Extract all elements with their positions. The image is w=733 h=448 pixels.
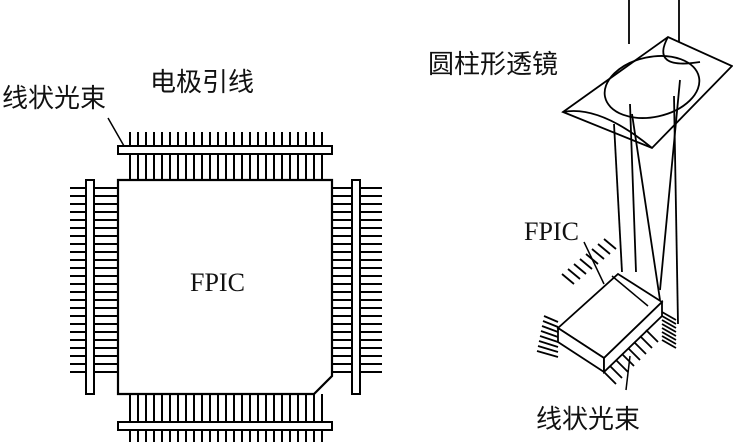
- lead-pin: [661, 315, 677, 325]
- label-cylindrical-lens: 圆柱形透镜: [428, 50, 559, 80]
- beam-ray: [659, 79, 681, 291]
- fpic-package-left: [70, 117, 382, 442]
- lead-pin: [536, 350, 559, 358]
- lead-pin: [537, 345, 559, 353]
- lead-pin: [621, 353, 635, 367]
- lens-aperture: [603, 55, 701, 119]
- lead-bar: [117, 145, 333, 155]
- lead-bar: [351, 179, 361, 395]
- chip-body: [116, 178, 334, 396]
- lead-pin: [567, 268, 581, 280]
- label-chip-right: FPIC: [524, 217, 579, 246]
- lead-pin: [597, 243, 611, 255]
- lead-pin: [539, 335, 559, 343]
- cylindrical-lens: [561, 35, 733, 150]
- lead-bar: [85, 179, 95, 395]
- lead-pin: [661, 335, 677, 345]
- lead-pin: [561, 273, 575, 285]
- lead-pin: [661, 323, 677, 333]
- lead-pin: [661, 327, 677, 337]
- lead-bar: [117, 421, 333, 431]
- beam-ray: [673, 95, 679, 325]
- beam-on-chip: [611, 275, 649, 307]
- lead-pin: [603, 371, 617, 385]
- lead-pin: [603, 238, 617, 250]
- lead-pin: [645, 329, 659, 343]
- beam-ray: [631, 113, 661, 301]
- left-lead-row: [70, 179, 118, 395]
- lead-pin: [661, 339, 677, 349]
- bottom-lead-row: [117, 394, 333, 442]
- lead-pin: [661, 311, 677, 321]
- lead-pin: [639, 335, 653, 349]
- lead-pin: [541, 325, 559, 333]
- beam-ray: [613, 123, 623, 273]
- chip-leader-line: [583, 241, 605, 285]
- chip-leads-3d: [536, 238, 677, 385]
- lead-pin: [542, 320, 559, 328]
- lead-pin: [591, 248, 605, 260]
- label-electrode-leads: 电极引线: [150, 68, 255, 98]
- label-linear-beam-left: 线状光束: [2, 84, 107, 114]
- lead-pin: [661, 331, 677, 341]
- lead-pin: [585, 253, 599, 265]
- right-lead-row: [332, 179, 382, 395]
- lead-pin: [627, 347, 641, 361]
- laser-optics-setup: [536, 0, 733, 391]
- lens-curve-bottom: [562, 110, 653, 149]
- beam-leader-line: [107, 117, 125, 147]
- lead-pin: [540, 330, 559, 338]
- lead-pin: [609, 365, 623, 379]
- lead-pin: [573, 263, 587, 275]
- label-chip-main: FPIC: [190, 268, 245, 297]
- label-linear-beam-right: 线状光束: [536, 405, 641, 435]
- lead-pin: [579, 258, 593, 270]
- top-lead-row: [117, 132, 333, 180]
- lead-pin: [543, 315, 559, 323]
- beam-ray: [629, 103, 637, 273]
- lens-curve-top: [662, 36, 701, 65]
- lead-pin: [538, 340, 559, 348]
- lead-pin: [661, 319, 677, 329]
- lead-pin: [615, 359, 629, 373]
- lead-pin: [633, 341, 647, 355]
